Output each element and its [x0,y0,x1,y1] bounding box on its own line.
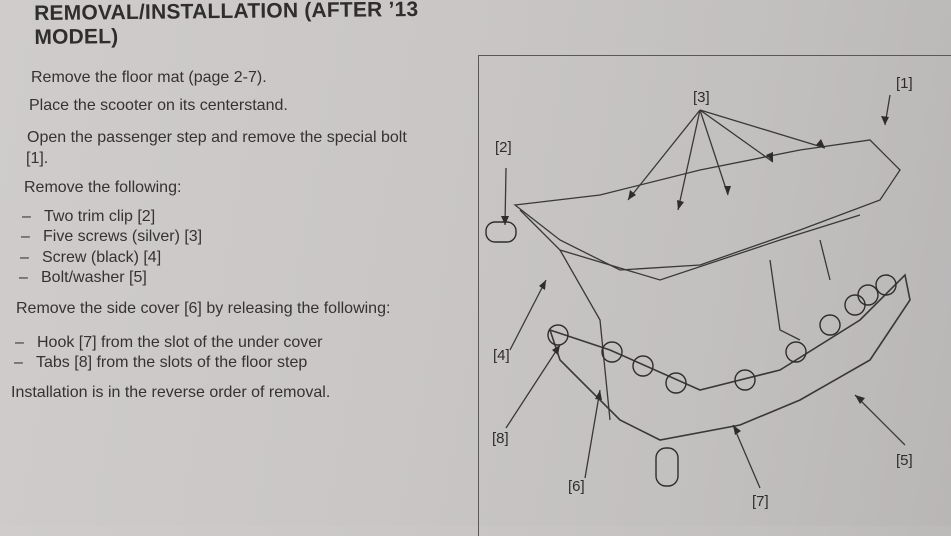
dash: – [21,228,30,245]
list-item: –Screw (black) [4] [20,248,161,267]
callout-1: [1] [896,75,913,92]
dash: – [20,249,29,266]
callout-5: [5] [896,452,913,469]
list-item: –Two trim clip [2] [22,207,155,226]
step-centerstand: Place the scooter on its centerstand. [29,97,288,114]
dash: – [19,269,28,286]
dash: – [14,354,23,371]
floor-step-outline [513,139,901,271]
arrow-icon [501,216,509,225]
item-text: Tabs [8] from the slots of the floor ste… [36,354,308,371]
arrow-icon [595,390,602,400]
arrow-icon [855,395,865,404]
clip-detail [655,447,679,487]
leader-lines [504,94,906,489]
list-item: –Hook [7] from the slot of the under cov… [15,333,322,352]
dash: – [15,334,24,351]
tab-marker [857,284,879,306]
arrow-icon [628,190,636,200]
tab-marker [819,314,841,336]
tab-marker [665,372,687,394]
step-special-bolt-ref: [1]. [26,150,49,167]
item-text: Screw (black) [4] [42,249,162,266]
frame-tube [519,209,861,421]
tab-marker [875,274,897,296]
arrow-icon [724,186,731,195]
item-text: Bolt/washer [5] [41,269,147,286]
callout-2: [2] [495,139,512,156]
list-item: –Tabs [8] from the slots of the floor st… [14,353,307,372]
step-special-bolt: Open the passenger step and remove the s… [27,129,407,146]
callout-6: [6] [568,478,585,495]
callout-8: [8] [492,430,509,447]
list-item: –Five screws (silver) [3] [21,227,202,246]
arrow-icon [881,116,889,125]
step-remove-following: Remove the following: [24,179,182,196]
arrow-icon [677,200,684,210]
callout-3: [3] [693,89,710,106]
arrow-icon [766,152,773,162]
item-text: Hook [7] from the slot of the under cove… [37,334,323,351]
stand [769,239,831,341]
dash: – [22,208,31,225]
item-text: Two trim clip [2] [44,208,156,225]
arrow-icon [539,280,546,290]
tab-marker [734,369,756,391]
tab-marker [632,355,654,377]
callout-4: [4] [493,347,510,364]
arrow-icon [733,425,741,435]
callout-7: [7] [752,493,769,510]
tab-marker [547,324,569,346]
step-floor-mat: Remove the floor mat (page 2-7). [31,69,267,86]
step-side-cover: Remove the side cover [6] by releasing t… [16,300,391,317]
clip-detail [485,221,517,243]
item-text: Five screws (silver) [3] [43,228,203,245]
side-cover-outline [548,273,911,441]
installation-note: Installation is in the reverse order of … [11,384,331,401]
tab-marker [785,341,807,363]
diagram-frame [478,55,951,536]
tab-marker [844,294,866,316]
tab-marker [601,341,623,363]
arrow-icon [552,345,560,355]
list-item: –Bolt/washer [5] [19,268,147,287]
arrow-icon [816,139,825,148]
